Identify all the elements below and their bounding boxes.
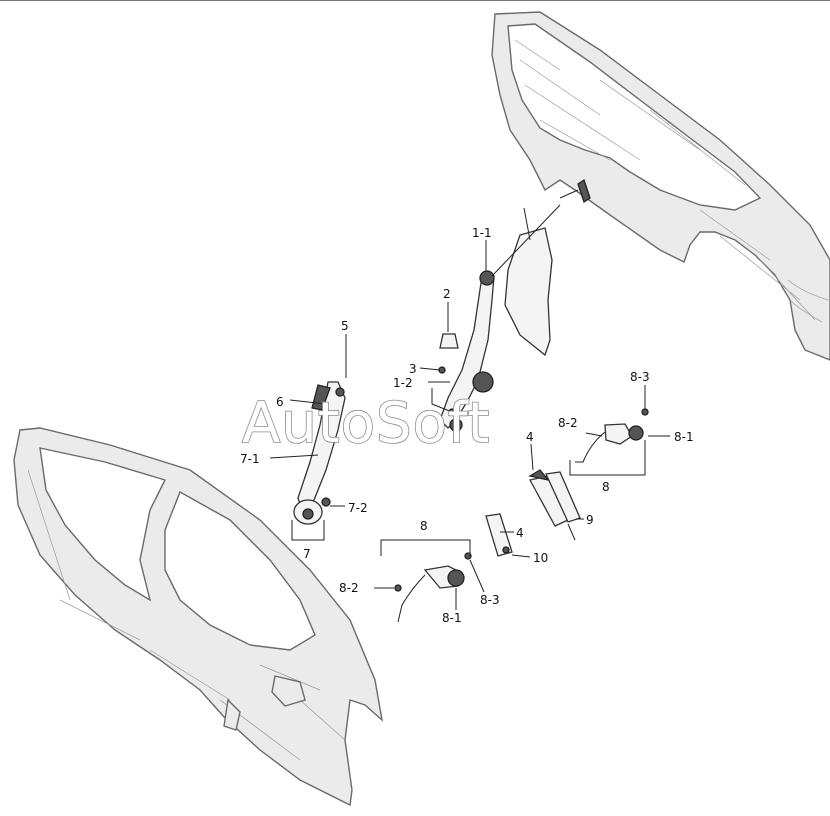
callout-8-2-top: 8-2 xyxy=(558,416,578,430)
callout-7-1: 7-1 xyxy=(240,452,260,466)
callout-4: 4 xyxy=(526,430,534,444)
d-ring-anchor xyxy=(479,270,495,286)
callout-8-1-top: 8-1 xyxy=(674,430,694,444)
callout-1-2: 1-2 xyxy=(393,376,413,390)
rear-buckle-9 xyxy=(528,469,581,541)
callout-8-top: 8 xyxy=(602,480,610,494)
buckle-assembly-8-upper xyxy=(575,408,649,463)
center-buckle-10 xyxy=(485,513,513,557)
front-seat-belt-assembly-1 xyxy=(438,204,561,432)
callout-8-1-bottom: 8-1 xyxy=(442,611,462,625)
callout-8-3-top: 8-3 xyxy=(630,370,650,384)
callout-5: 5 xyxy=(341,319,349,333)
bolt-line-upper xyxy=(523,207,531,241)
rear-seat-belt-assembly-7 xyxy=(293,381,346,525)
callout-7-2: 7-2 xyxy=(348,501,368,515)
buckle-assembly-8-lower xyxy=(394,552,472,623)
upper-anchor-clip xyxy=(577,178,591,204)
callout-8-bottom: 8 xyxy=(420,519,428,533)
watermark-text: AutoSoft xyxy=(242,391,491,456)
front-body-side-panel xyxy=(13,427,384,807)
callout-6: 6 xyxy=(276,395,284,409)
pillar-trim-plate xyxy=(504,227,553,357)
callout-10: 10 xyxy=(533,551,548,565)
leader-lines xyxy=(269,240,670,610)
height-adjuster-2 xyxy=(439,333,459,349)
rear-body-side-panel xyxy=(491,11,830,361)
callout-1-1: 1-1 xyxy=(472,226,492,240)
callout-4-lower: 4 xyxy=(516,526,524,540)
callout-3: 3 xyxy=(409,362,417,376)
callout-7: 7 xyxy=(303,547,311,561)
retractor-1-2 xyxy=(472,371,494,393)
callout-2: 2 xyxy=(443,287,451,301)
callout-9: 9 xyxy=(586,513,594,527)
callout-8-2-bottom: 8-2 xyxy=(339,581,359,595)
callout-8-3-bottom: 8-3 xyxy=(480,593,500,607)
